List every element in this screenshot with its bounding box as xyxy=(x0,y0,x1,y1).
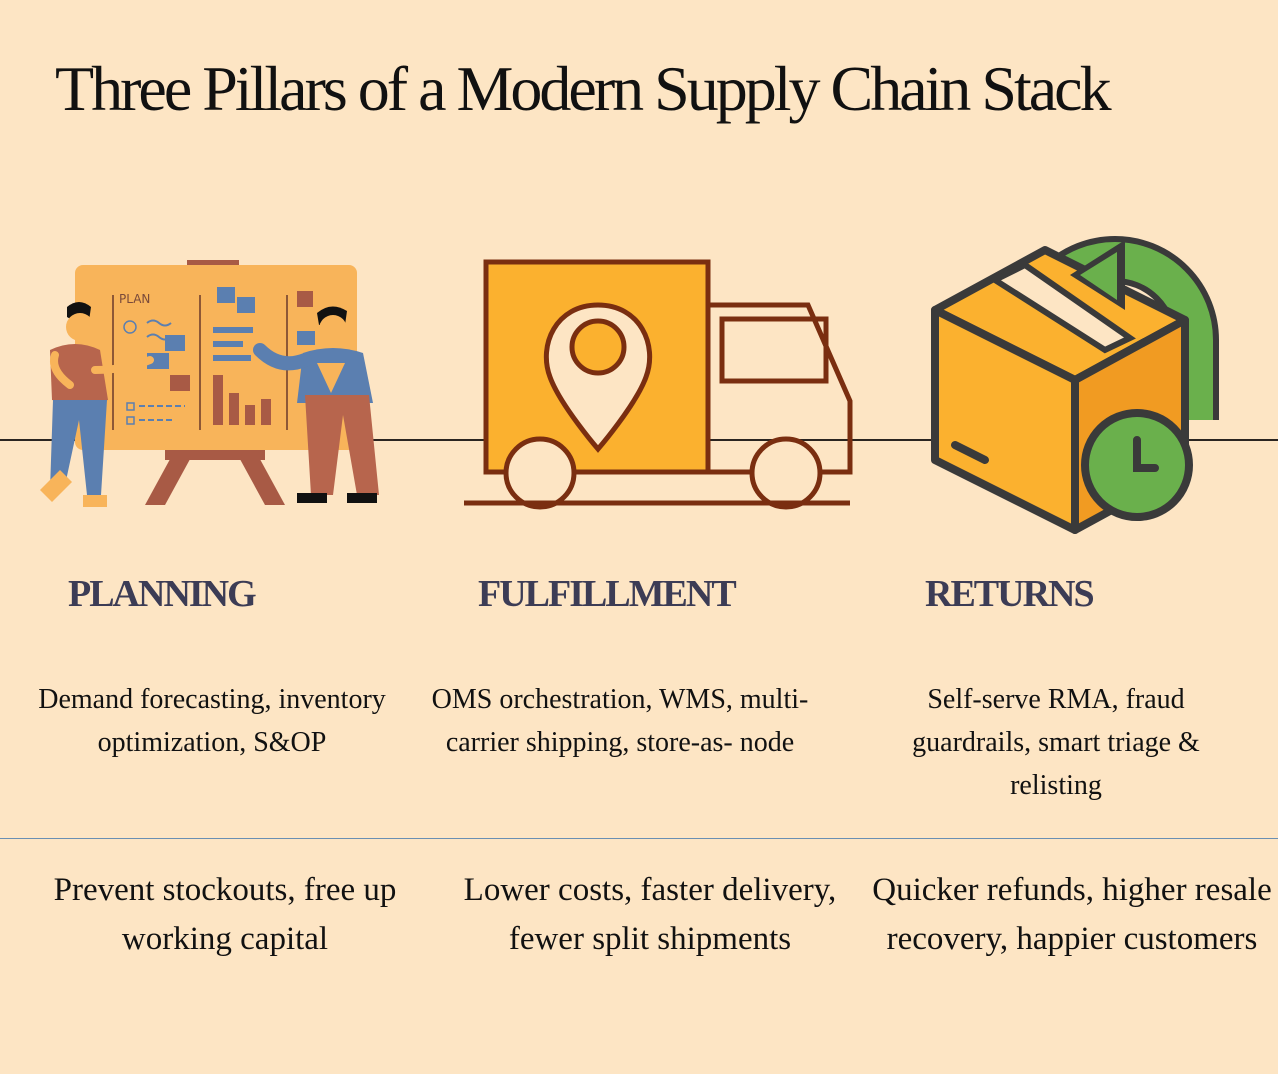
pillar-heading-returns: RETURNS xyxy=(925,573,1095,615)
pillar-heading-fulfillment: FULFILLMENT xyxy=(478,573,737,615)
team-planning-board-icon: PLAN xyxy=(40,260,379,507)
pillar-heading-planning: PLANNING xyxy=(68,573,257,615)
return-box-clock-icon xyxy=(931,236,1219,534)
planning-outcome: Prevent stockouts, free up working capit… xyxy=(53,872,397,957)
planning-description: Demand forecasting, inventory optimizati… xyxy=(38,684,386,758)
section-divider xyxy=(0,838,1278,839)
delivery-truck-location-pin-icon xyxy=(464,259,853,510)
returns-outcome: Quicker refunds, higher resale recovery,… xyxy=(872,872,1272,957)
returns-description: Self-serve RMA, fraud guardrails, smart … xyxy=(912,684,1200,801)
fulfillment-outcome: Lower costs, faster delivery, fewer spli… xyxy=(463,872,837,957)
page-title: Three Pillars of a Modern Supply Chain S… xyxy=(55,53,1112,124)
fulfillment-description: OMS orchestration, WMS, multi-carrier sh… xyxy=(431,684,809,758)
board-plan-label: PLAN xyxy=(119,292,150,306)
